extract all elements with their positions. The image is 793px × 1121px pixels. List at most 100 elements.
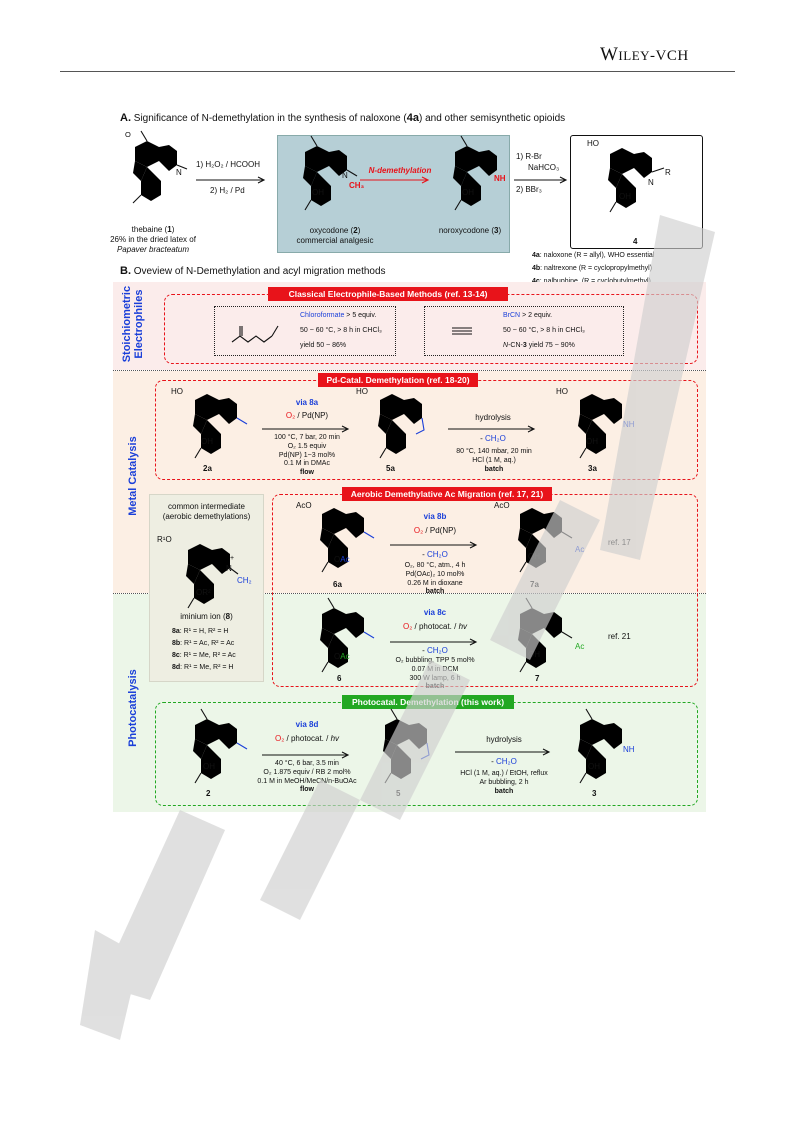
via-8b: via 8b bbox=[423, 512, 447, 521]
compound-6a-aco: AcO bbox=[296, 501, 312, 510]
arrow-photo-ac-migration bbox=[390, 638, 478, 646]
product-4a-caption: 4a: naloxone (R = allyl), WHO essential bbox=[532, 252, 655, 259]
compound-2a-structure bbox=[193, 394, 248, 459]
brcn-yield: N-CN-3 yield 75 ~ 90% bbox=[503, 342, 575, 349]
compound-5a-number: 5a bbox=[386, 464, 395, 473]
compound-7-number: 7 bbox=[535, 674, 540, 683]
product-4-ho: HO bbox=[587, 139, 599, 148]
arrow-photo-oxidation bbox=[262, 751, 350, 759]
step4-conditions: 2) BBr₃ bbox=[516, 185, 542, 194]
iminium-8c: 8c: R¹ = Me, R² = Ac bbox=[172, 652, 236, 659]
publisher-logo: Wiley-VCH bbox=[600, 44, 689, 65]
side-label-photo: Photocatalysis bbox=[126, 669, 139, 747]
oxycodone-structure bbox=[303, 135, 358, 211]
arrow-n-demethylation bbox=[360, 176, 430, 184]
brcn-conditions: 50 ~ 60 °C, > 8 h in CHCl₃ bbox=[503, 327, 585, 334]
via-8a: via 8a bbox=[295, 398, 319, 407]
oxycodone-ch3: CH₃ bbox=[349, 181, 365, 190]
section-b-title: B. Oveview of N-Demethylation and acyl m… bbox=[120, 265, 386, 277]
arrow-ac-migration bbox=[390, 541, 478, 549]
compound-2-number: 2 bbox=[206, 789, 211, 798]
pd-minus-ch2o: - CH₂O bbox=[480, 434, 506, 443]
oxycodone-caption: oxycodone (2) commercial analgesic bbox=[296, 226, 374, 245]
compound-7a-ac: Ac bbox=[575, 545, 585, 554]
compound-7-ac: Ac bbox=[575, 642, 585, 651]
iminium-8-structure bbox=[186, 544, 239, 609]
compound-3-structure bbox=[578, 708, 622, 784]
banner-classical: Classical Electrophile-Based Methods (re… bbox=[268, 287, 508, 301]
compound-3a-nh: NH bbox=[623, 420, 635, 429]
thebaine-structure bbox=[132, 130, 188, 204]
compound-5-number: 5 bbox=[396, 789, 401, 798]
noroxycodone-structure bbox=[453, 135, 497, 211]
iminium-plus: + bbox=[230, 555, 235, 562]
compound-2-oh: OH bbox=[203, 762, 215, 771]
side-label-metal: Metal Catalysis bbox=[126, 436, 139, 516]
iminium-r1o: R¹O bbox=[157, 535, 172, 544]
oxycodone-n: N bbox=[342, 171, 348, 180]
photo-reagent: O₂ / photocat. / hv bbox=[274, 734, 340, 743]
compound-7-structure bbox=[518, 597, 573, 673]
thebaine-n-label: N bbox=[176, 168, 182, 177]
compound-5a-structure bbox=[378, 394, 425, 459]
section-a-title: A. Significance of N-demethylation in th… bbox=[120, 112, 566, 124]
banner-this-work: Photocatal. Demethylation (this work) bbox=[342, 695, 514, 709]
compound-6a-o: OAc bbox=[334, 555, 350, 564]
chloroformate-box bbox=[214, 306, 396, 356]
product-4c-caption: 4c: nalbuphine, (R = cyclobutylmethyl) bbox=[532, 278, 651, 287]
compound-7a-oh: OH bbox=[528, 552, 540, 561]
compound-6a-structure bbox=[320, 508, 375, 573]
photo-hydrolysis-label: hydrolysis bbox=[486, 735, 522, 744]
noroxycodone-oh: OH bbox=[462, 188, 474, 197]
via-8c: via 8c bbox=[423, 608, 447, 617]
via-8d: via 8d bbox=[295, 720, 319, 729]
thebaine-methoxy-label: O bbox=[125, 130, 131, 139]
brcn-name: BrCN > 2 equiv. bbox=[503, 312, 553, 319]
banner-ac-migration: Aerobic Demethylative Ac Migration (ref.… bbox=[342, 487, 552, 501]
photo-ac-reagent: O₂ / photocat. / hv bbox=[402, 622, 468, 631]
chloroformate-structure bbox=[231, 325, 279, 343]
oxycodone-oh: OH bbox=[312, 188, 324, 197]
compound-7a-structure bbox=[518, 508, 573, 573]
iminium-n: N bbox=[226, 564, 232, 573]
compound-6-structure bbox=[320, 597, 375, 673]
compound-3a-structure bbox=[578, 394, 622, 459]
n-demethylation-label: N-demethylation bbox=[368, 166, 432, 175]
product-4-n: N bbox=[648, 178, 654, 187]
iminium-8d: 8d: R¹ = Me, R² = H bbox=[172, 664, 234, 671]
compound-6-number: 6 bbox=[337, 674, 342, 683]
iminium-ch2: CH₂ bbox=[237, 576, 252, 585]
thebaine-caption: thebaine (1) 26% in the dried latex of P… bbox=[110, 225, 196, 254]
common-intermediate-caption: common intermediate(aerobic demethylatio… bbox=[162, 502, 251, 521]
compound-5a-ho: HO bbox=[356, 387, 368, 396]
iminium-8a: 8a: R¹ = H, R² = H bbox=[172, 628, 229, 635]
compound-3a-number: 3a bbox=[588, 464, 597, 473]
compound-7a-aco: AcO bbox=[494, 501, 510, 510]
product-4-number: 4 bbox=[633, 237, 638, 246]
compound-3a-oh: OH bbox=[586, 437, 598, 446]
ref-17: ref. 17 bbox=[608, 538, 631, 547]
side-label-stoich: Stoichiometric Electrophiles bbox=[120, 285, 145, 363]
compound-2a-ho: HO bbox=[171, 387, 183, 396]
compound-6a-number: 6a bbox=[333, 580, 342, 589]
iminium-caption: iminium ion (8) bbox=[180, 612, 233, 621]
step2-conditions: 2) H₂ / Pd bbox=[210, 186, 245, 195]
step3b-conditions: NaHCO₃ bbox=[528, 163, 560, 172]
compound-3-nh: NH bbox=[623, 745, 635, 754]
chloroformate-yield: yield 50 ~ 86% bbox=[300, 342, 347, 349]
ac-minus-ch2o: - CH₂O bbox=[422, 550, 448, 559]
photo-ac-minus-ch2o: - CH₂O bbox=[422, 646, 448, 655]
compound-7a-number: 7a bbox=[530, 580, 539, 589]
brcn-structure bbox=[452, 327, 472, 335]
arrow-thebaine-to-oxycodone bbox=[196, 176, 266, 184]
photo-minus-ch2o: - CH₂O bbox=[491, 757, 517, 766]
noroxycodone-caption: noroxycodone (3) bbox=[438, 226, 502, 235]
compound-3-number: 3 bbox=[592, 789, 597, 798]
arrow-to-product-4 bbox=[514, 176, 568, 184]
arrow-photo-hydrolysis bbox=[455, 748, 551, 756]
